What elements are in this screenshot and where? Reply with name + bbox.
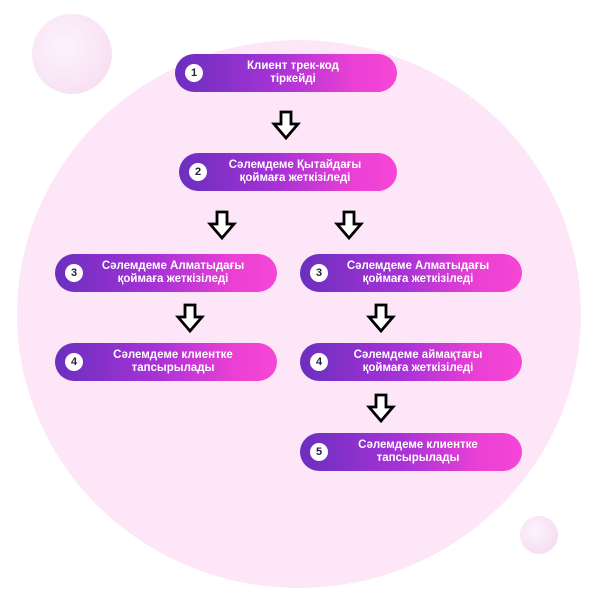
step-2-china-warehouse: 2 Сәлемдеме Қытайдағы қоймаға жеткізілед… — [179, 153, 397, 191]
step-label: Сәлемдеме Алматыдағы қоймаға жеткізіледі — [101, 260, 245, 285]
step-label: Сәлемдеме Қытайдағы қоймаға жеткізіледі — [228, 159, 362, 184]
background-circle — [17, 40, 581, 588]
step-label: Сәлемдеме клиентке тапсырылады — [358, 439, 478, 464]
step-number-badge: 4 — [310, 353, 328, 371]
step-number-badge: 2 — [189, 163, 207, 181]
decorative-circle-bottom-right — [520, 516, 558, 554]
down-arrow-icon — [366, 393, 396, 423]
step-number-badge: 3 — [310, 264, 328, 282]
step-label: Клиент трек-код тіркейді — [247, 60, 339, 85]
step-number-badge: 4 — [65, 353, 83, 371]
step-3-almaty-warehouse-left: 3 Сәлемдеме Алматыдағы қоймаға жеткізіле… — [55, 254, 277, 292]
down-arrow-icon — [334, 210, 364, 240]
step-3-almaty-warehouse-right: 3 Сәлемдеме Алматыдағы қоймаға жеткізіле… — [300, 254, 522, 292]
step-4-delivered-to-client-left: 4 Сәлемдеме клиентке тапсырылады — [55, 343, 277, 381]
down-arrow-icon — [366, 303, 396, 333]
step-5-delivered-to-client-right: 5 Сәлемдеме клиентке тапсырылады — [300, 433, 522, 471]
step-4-regional-warehouse-right: 4 Сәлемдеме аймақтағы қоймаға жеткізілед… — [300, 343, 522, 381]
step-label: Сәлемдеме клиентке тапсырылады — [113, 349, 233, 374]
decorative-circle-top-left — [32, 14, 112, 94]
down-arrow-icon — [271, 110, 301, 140]
down-arrow-icon — [207, 210, 237, 240]
step-number-badge: 3 — [65, 264, 83, 282]
step-label: Сәлемдеме аймақтағы қоймаға жеткізіледі — [353, 349, 483, 374]
step-label: Сәлемдеме Алматыдағы қоймаға жеткізіледі — [346, 260, 490, 285]
step-1-register-track-code: 1 Клиент трек-код тіркейді — [175, 54, 397, 92]
step-number-badge: 1 — [185, 64, 203, 82]
down-arrow-icon — [175, 303, 205, 333]
step-number-badge: 5 — [310, 443, 328, 461]
